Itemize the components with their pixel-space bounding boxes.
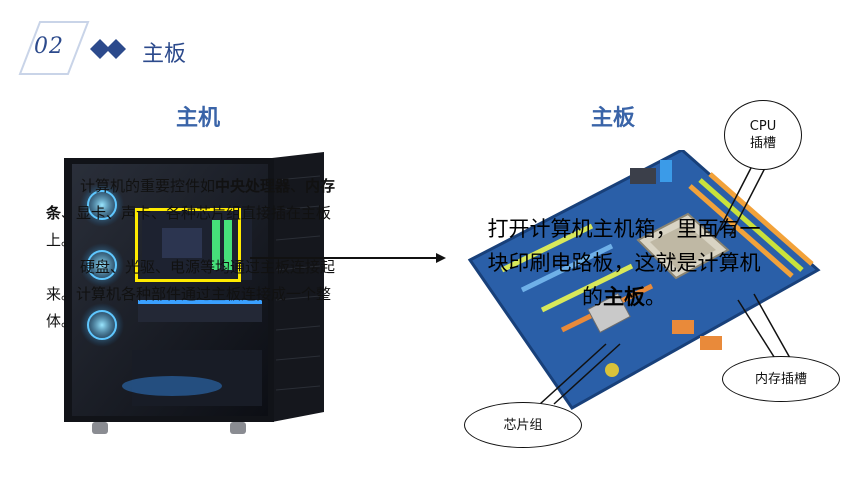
motherboard-description: 打开计算机主机箱，里面有一块印刷电路板，这就是计算机的主板。 <box>487 217 761 309</box>
host-title: 主机 <box>176 106 221 131</box>
section-title: 主板 <box>142 42 187 67</box>
memory-slot-callout: 内存插槽 <box>722 356 840 402</box>
description-paragraph-2: 硬盘、光驱、电源等均通过主板连接起来。计算机各种部件通过主板连接成一个整体。 <box>46 258 336 330</box>
chipset-callout: 芯片组 <box>464 402 582 448</box>
motherboard-highlight-box <box>135 208 241 282</box>
section-badge <box>18 21 90 75</box>
description-paragraph-1: 计算机的重要控件如中央处理器、内存条、显卡、声卡、各种芯片组直接插在主板上。 <box>46 177 336 249</box>
motherboard-title: 主板 <box>591 106 636 131</box>
arrow-icon <box>250 253 446 263</box>
computer-case-image <box>64 152 324 434</box>
section-number: 02 <box>34 34 64 59</box>
host-description: 计算机的重要控件如中央处理器、内存条、显卡、声卡、各种芯片组直接插在主板上。 硬… <box>46 173 358 335</box>
cpu-socket-callout: CPU 插槽 <box>724 100 802 170</box>
diamond-icon <box>90 39 126 59</box>
